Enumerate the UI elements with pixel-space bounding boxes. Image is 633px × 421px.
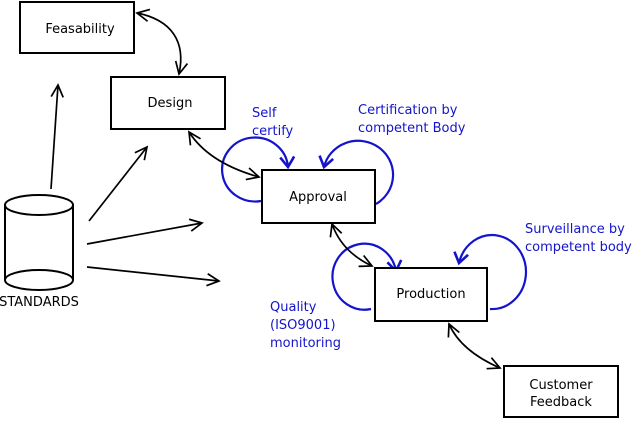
certification-label-line1: Certification by — [358, 103, 458, 118]
arrow-standards-approval — [86, 218, 204, 245]
quality-label-line3: monitoring — [270, 336, 341, 351]
production-box — [374, 267, 488, 322]
self-certify-label-line1: Self — [252, 106, 277, 121]
design-label: Design — [148, 96, 193, 111]
production-label: Production — [396, 287, 465, 302]
customer-feedback-label-line2: Feedback — [530, 395, 592, 410]
arrow-feasability-design — [135, 8, 189, 76]
quality-label-line1: Quality — [270, 300, 317, 315]
standards-cylinder — [4, 194, 74, 291]
certification-label-line2: competent Body — [358, 121, 466, 136]
arrow-production-customer-feedback — [447, 322, 502, 370]
arrow-design-approval — [187, 130, 261, 181]
standards-label: STANDARDS — [0, 295, 79, 310]
cylinder-sides — [4, 205, 74, 280]
arrow-standards-feasability — [50, 83, 64, 190]
approval-box — [261, 169, 376, 224]
cylinder-top — [4, 194, 74, 216]
self-certify-label-line2: certify — [252, 124, 294, 139]
design-box — [110, 76, 226, 130]
customer-feedback-label-line1: Customer — [529, 378, 593, 393]
approval-label: Approval — [289, 190, 347, 205]
feasability-box — [19, 1, 135, 54]
arrow-standards-production — [86, 266, 221, 287]
customer-feedback-box — [503, 365, 619, 418]
loop-surveillance-competent-body — [459, 233, 528, 311]
surveillance-label-line1: Surveillance by — [525, 222, 625, 237]
arrow-approval-production — [329, 222, 374, 268]
quality-label-line2: (ISO9001) — [270, 318, 336, 333]
arrow-standards-design — [88, 145, 149, 222]
loop-certification-competent-body — [324, 139, 395, 205]
feasability-label: Feasability — [45, 22, 115, 37]
cylinder-bottom — [4, 269, 74, 291]
surveillance-label-line2: competent body — [525, 240, 632, 255]
